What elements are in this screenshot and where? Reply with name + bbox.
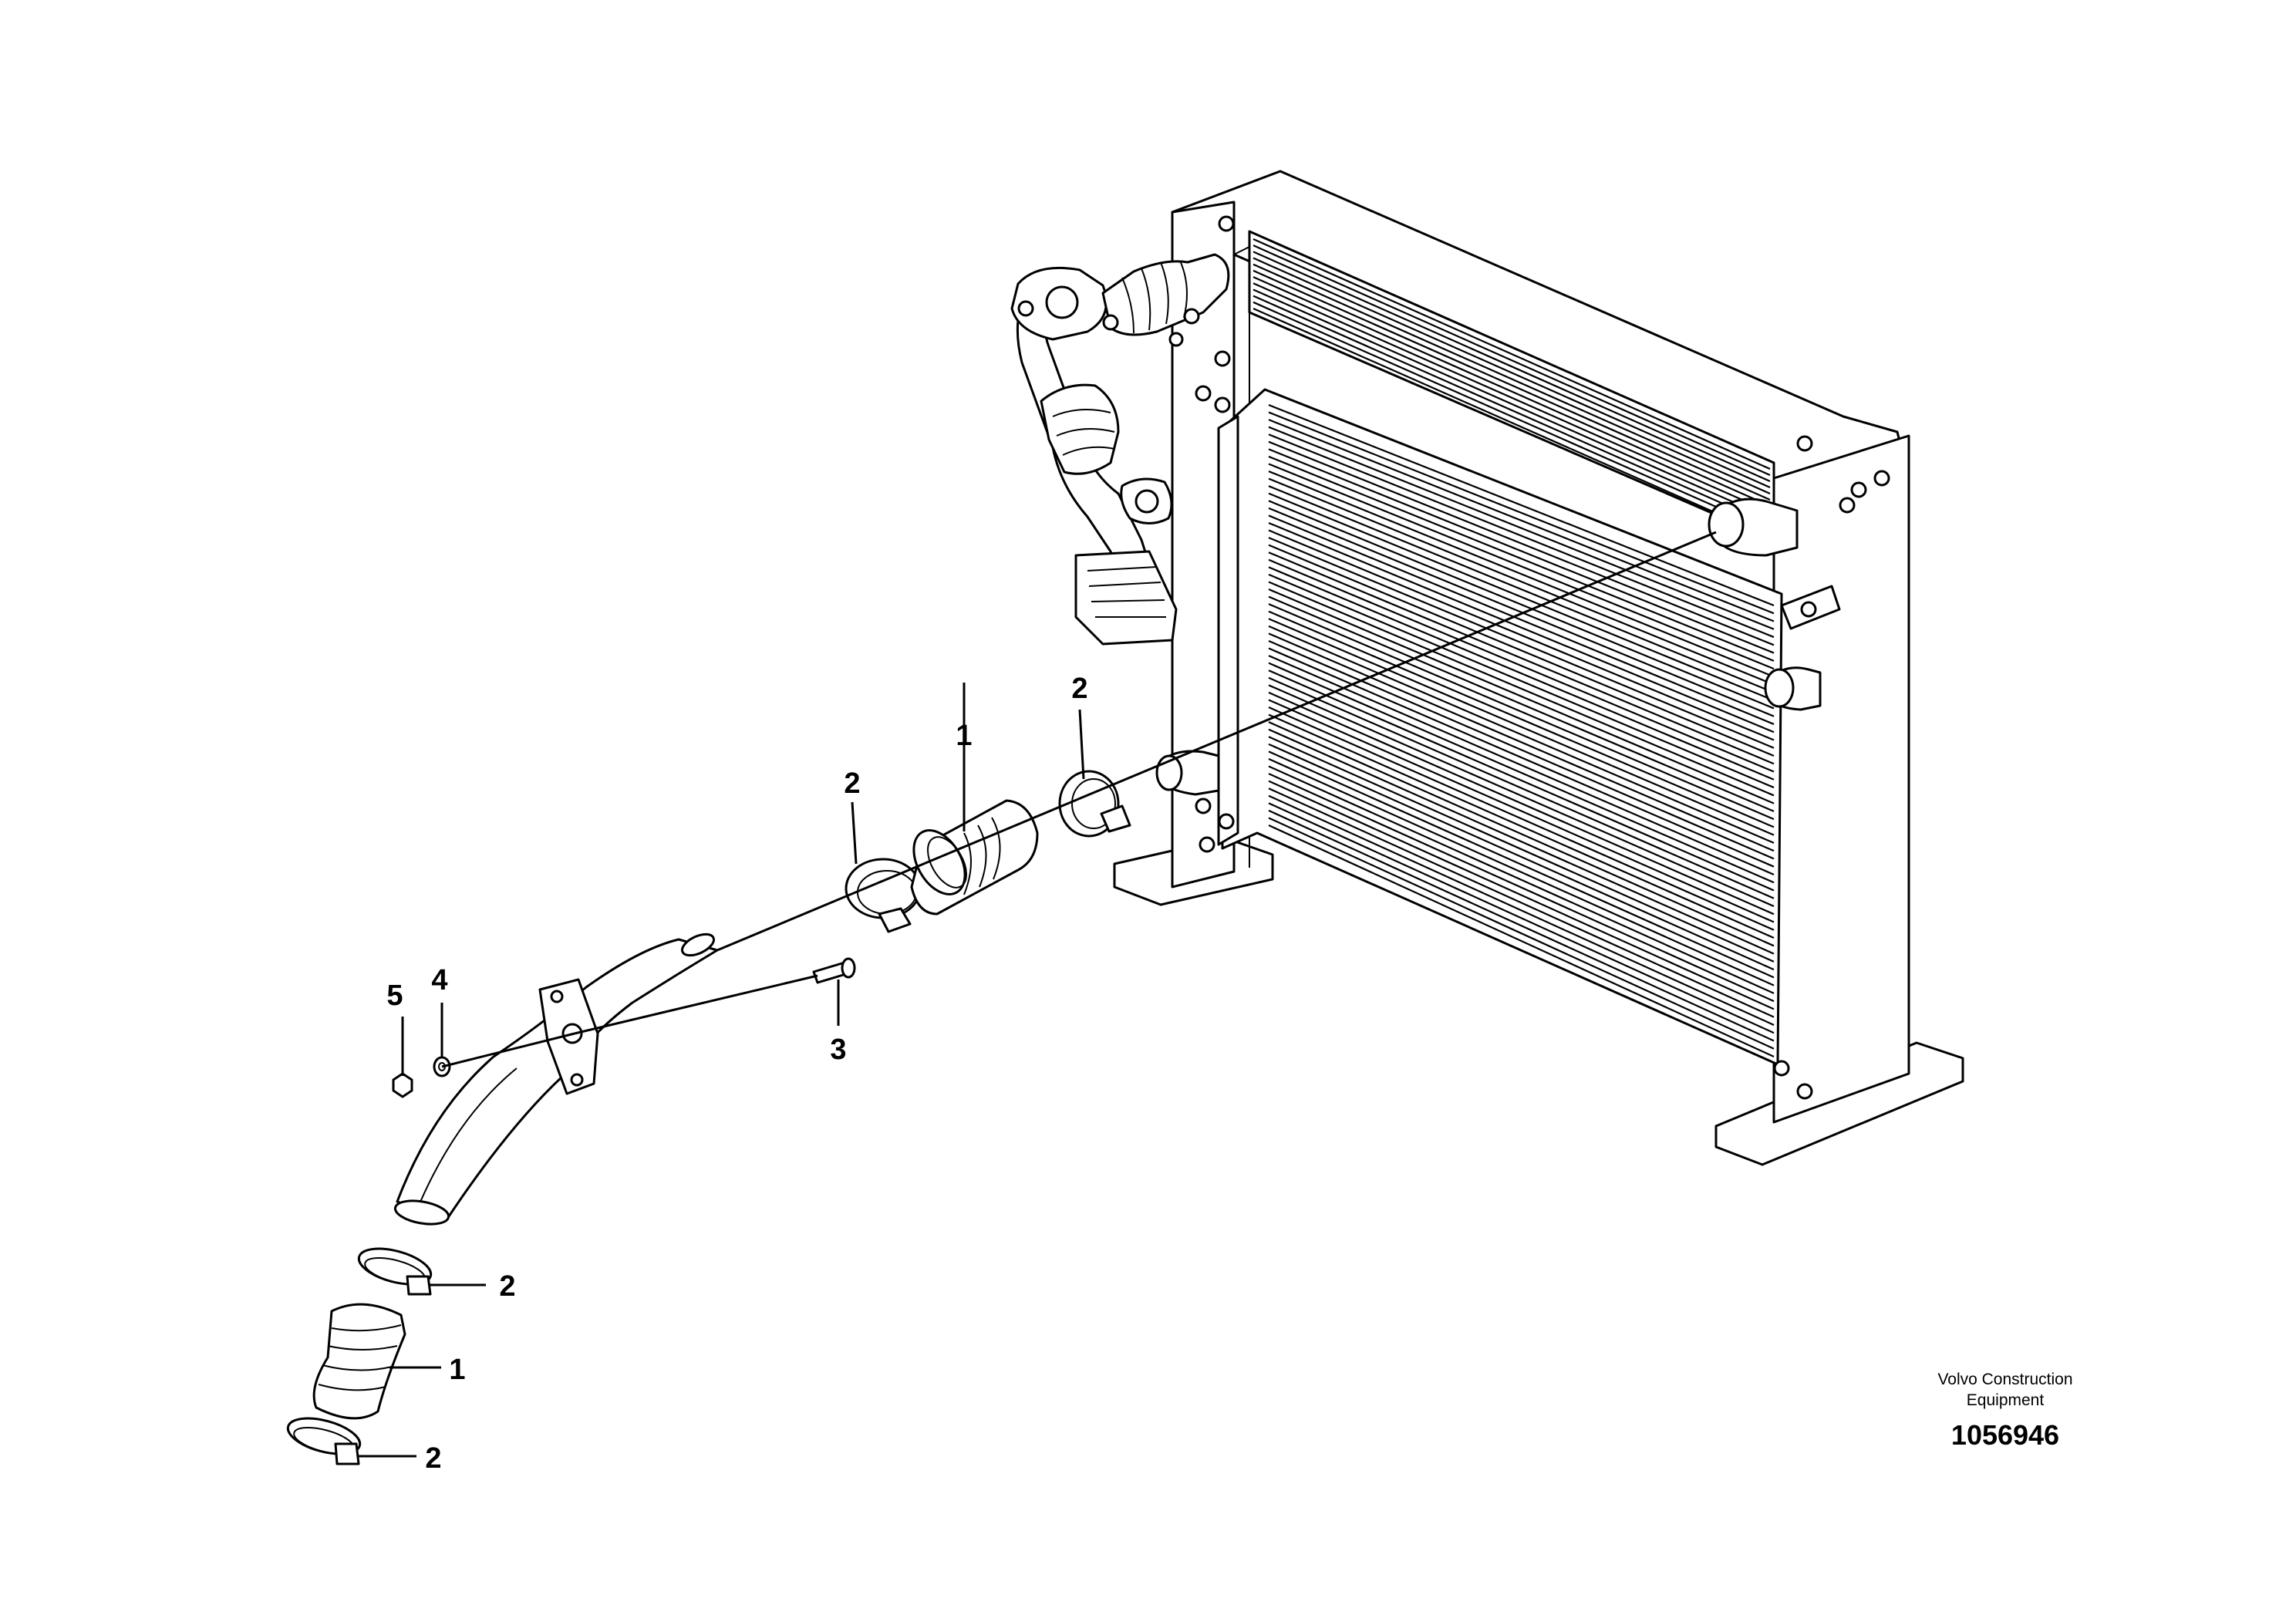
radiator-fin [1268, 662, 1775, 884]
callout-label-2-lower-bottom: 2 [425, 1442, 441, 1475]
radiator-fin [1268, 757, 1775, 986]
radiator-fin [1268, 736, 1775, 963]
cooler-fin [1253, 288, 1771, 520]
lower-charge-air-pipe [393, 932, 719, 1226]
cooler-fin [1253, 244, 1771, 477]
hose-upper [910, 799, 1039, 916]
radiator-fin [1268, 824, 1775, 1058]
hose-lower [312, 1303, 406, 1420]
radiator-fin [1268, 773, 1775, 1003]
radiator-fin [1268, 603, 1775, 821]
callout-labels: 1 1 2 2 2 2 3 4 5 [386, 673, 1087, 1475]
radiator-fin [1268, 691, 1775, 916]
upper-hose-assembly [1010, 253, 1230, 646]
radiator-fin [1268, 455, 1775, 662]
radiator-fin [1268, 448, 1775, 654]
callout-label-2-lower-top: 2 [499, 1270, 515, 1303]
cooler-fin [1253, 251, 1771, 483]
radiator-fin [1268, 514, 1775, 725]
radiator-fin [1268, 625, 1775, 844]
radiator-fin [1268, 419, 1775, 622]
radiator-fin [1268, 713, 1775, 939]
caption-drawing-number: 1056946 [1951, 1419, 2059, 1451]
radiator-cooler-assembly [1010, 170, 1964, 1166]
cooler-fin [1253, 257, 1771, 489]
radiator-fin [1268, 794, 1775, 1026]
radiator-fin [1268, 588, 1775, 804]
callout-label-1-lower: 1 [449, 1354, 465, 1386]
radiator-fin [1268, 440, 1775, 646]
radiator-fin [1268, 765, 1775, 994]
radiator-fin [1268, 521, 1775, 733]
callout-label-4: 4 [431, 964, 447, 996]
radiator-fin [1268, 728, 1775, 955]
radiator-fin [1268, 684, 1775, 908]
radiator-fin [1268, 706, 1775, 931]
radiator-fin [1268, 463, 1775, 670]
radiator-fin [1268, 743, 1775, 971]
radiator-fin [1268, 507, 1775, 717]
radiator-fin [1268, 573, 1775, 789]
cooler-fin [1253, 276, 1771, 508]
bolt-part-3 [812, 957, 856, 984]
radiator-fin [1268, 558, 1775, 773]
cooler-fin [1253, 269, 1771, 501]
radiator-fin [1268, 669, 1775, 892]
assembly-lines [359, 531, 1717, 1458]
radiator-fin [1268, 433, 1775, 639]
radiator-fin [1268, 551, 1775, 765]
mounting-bolts [1195, 215, 1890, 1100]
main-core-fins [1268, 403, 1775, 1058]
manufacturer-caption: Volvo Construction Equipment 1056946 [1937, 1371, 2072, 1451]
radiator-fin [1268, 426, 1775, 630]
cooler-fin [1253, 282, 1771, 514]
radiator-fin [1268, 802, 1775, 1034]
upper-core-fins [1253, 238, 1771, 538]
radiator-fin [1268, 817, 1775, 1050]
radiator-fin [1268, 544, 1775, 757]
cooler-fin [1253, 238, 1771, 470]
caption-company-line-1: Volvo Construction [1937, 1371, 2072, 1388]
hose-clamp-lower-bottom [286, 1417, 362, 1465]
radiator-fin [1268, 787, 1775, 1018]
radiator-fin [1268, 485, 1775, 693]
radiator-fin [1268, 403, 1775, 607]
radiator-fin [1268, 809, 1775, 1042]
radiator-fin [1268, 618, 1775, 836]
cooler-fin [1253, 263, 1771, 495]
radiator-fin [1268, 492, 1775, 702]
radiator-fin [1268, 639, 1775, 860]
radiator-fin [1268, 529, 1775, 741]
radiator-fin [1268, 780, 1775, 1010]
radiator-fin [1268, 411, 1775, 615]
nut-part-5 [392, 1072, 413, 1098]
radiator-fin [1268, 581, 1775, 797]
radiator-fin [1268, 676, 1775, 899]
radiator-fin [1268, 537, 1775, 749]
radiator-fin [1268, 500, 1775, 710]
radiator-fin [1268, 655, 1775, 875]
radiator-fin [1268, 632, 1775, 852]
callout-label-5: 5 [386, 980, 403, 1012]
callout-label-2-upper-right: 2 [1071, 673, 1087, 705]
caption-company-line-2: Equipment [1967, 1391, 2045, 1409]
radiator-fin [1268, 595, 1775, 812]
radiator-fin [1268, 699, 1775, 923]
radiator-fin [1268, 610, 1775, 828]
cooler-fin [1253, 307, 1771, 538]
radiator-fin [1268, 477, 1775, 686]
radiator-fin [1268, 750, 1775, 979]
radiator-fin [1268, 566, 1775, 781]
hose-clamp-lower-top [357, 1247, 433, 1296]
radiator-fin [1268, 721, 1775, 947]
callout-label-2-upper-left: 2 [844, 767, 860, 800]
radiator-fin [1268, 470, 1775, 678]
callout-label-1-upper: 1 [956, 720, 972, 752]
cooler-fin [1253, 301, 1771, 532]
cooler-fin [1253, 295, 1771, 526]
callout-label-3: 3 [830, 1034, 846, 1066]
